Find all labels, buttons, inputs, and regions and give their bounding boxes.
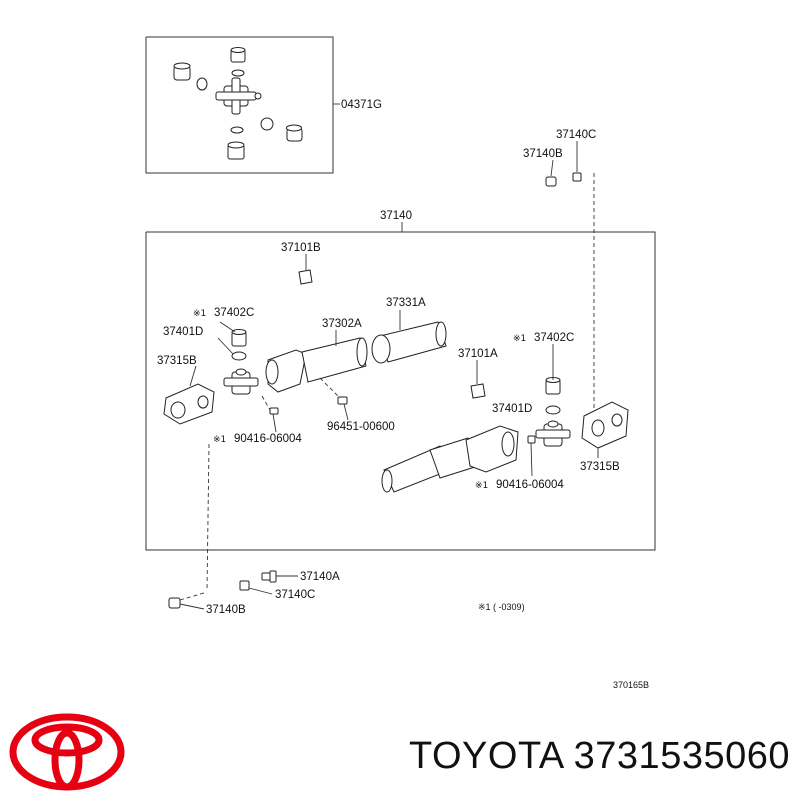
label-37331a: 37331A <box>386 297 426 309</box>
label-90416-rear: 90416-06004 <box>496 479 564 491</box>
label-37402c-rear: 37402C <box>534 332 574 344</box>
grease-fitting-front <box>261 395 279 433</box>
toyota-logo-icon <box>9 713 125 791</box>
balance-weight-rear <box>470 360 486 399</box>
front-spider <box>223 368 259 395</box>
shaft-tube <box>371 310 447 364</box>
rear-sleeve <box>545 344 561 415</box>
grease-fitting-rear <box>527 435 536 477</box>
label-37101b: 37101B <box>281 242 321 254</box>
label-04371g: 04371G <box>341 99 382 111</box>
label-37315b-rear: 37315B <box>580 461 620 473</box>
front-yoke-shaft <box>265 330 368 393</box>
label-37402c-front: 37402C <box>214 307 254 319</box>
screw <box>319 377 349 421</box>
bolts-bottom <box>168 443 298 610</box>
footnote: ※1 ( -0309) <box>478 602 525 612</box>
label-37302a: 37302A <box>322 318 362 330</box>
kit-parts <box>173 47 303 160</box>
label-37315b-front: 37315B <box>157 355 197 367</box>
label-37140a: 37140A <box>300 571 340 583</box>
front-sleeve <box>217 321 247 361</box>
mark-90416-front: ※1 <box>213 435 226 445</box>
label-37140c-top: 37140C <box>556 129 596 141</box>
rear-spider <box>535 420 571 447</box>
label-37140c-bottom: 37140C <box>275 589 315 601</box>
mark-90416-rear: ※1 <box>475 481 488 491</box>
rear-flange <box>581 401 629 458</box>
diagram-code: 370165B <box>613 680 649 690</box>
label-90416-front: 90416-06004 <box>234 433 302 445</box>
mark-37402c-front: ※1 <box>193 309 206 319</box>
bolt-nut-top <box>545 141 595 415</box>
label-37401d-rear: 37401D <box>492 403 532 415</box>
kit-box <box>145 36 340 174</box>
assembly-box <box>145 222 656 551</box>
label-96451: 96451-00600 <box>327 421 395 433</box>
balance-weight-top <box>298 254 313 285</box>
label-37401d-front: 37401D <box>163 326 203 338</box>
label-37140b-top: 37140B <box>523 148 563 160</box>
mark-37402c-rear: ※1 <box>513 334 526 344</box>
brand-caption: TOYOTA 3731535060 <box>408 735 790 777</box>
front-flange <box>163 365 215 425</box>
label-37101a: 37101A <box>458 348 498 360</box>
label-37140b-bottom: 37140B <box>206 604 246 616</box>
rear-slip-yoke <box>381 425 519 493</box>
label-37140: 37140 <box>380 210 412 222</box>
